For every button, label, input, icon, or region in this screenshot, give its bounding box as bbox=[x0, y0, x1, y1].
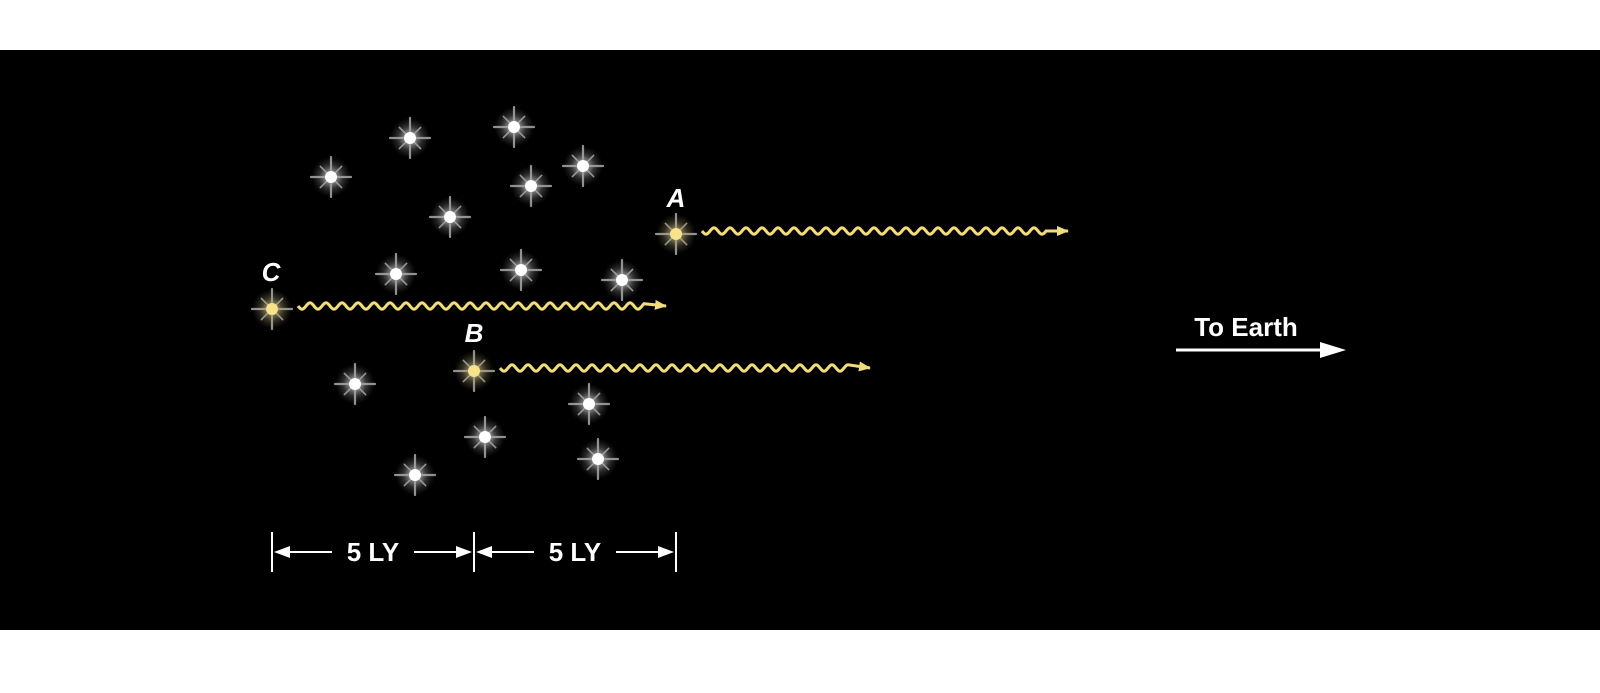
to-earth-arrowhead bbox=[1320, 342, 1346, 358]
scale-arrowhead-2-left bbox=[476, 546, 492, 558]
star-c-icon bbox=[250, 287, 294, 331]
light-wave-a bbox=[700, 226, 1069, 236]
star-label-b: B bbox=[465, 318, 484, 348]
light-wave-b bbox=[498, 361, 871, 373]
background-star bbox=[428, 195, 472, 239]
source-star-a bbox=[654, 212, 698, 256]
background-star bbox=[600, 258, 644, 302]
scale-arrowhead-1-right bbox=[456, 546, 472, 558]
background-star bbox=[374, 252, 418, 296]
background-star bbox=[492, 105, 536, 149]
background-star bbox=[388, 116, 432, 160]
source-star-b bbox=[452, 349, 496, 393]
scale-arrowhead-1-left bbox=[274, 546, 290, 558]
scale-label-left: 5 LY bbox=[347, 537, 400, 567]
background-star bbox=[393, 453, 437, 497]
background-star bbox=[576, 437, 620, 481]
background-star bbox=[309, 155, 353, 199]
space-background bbox=[0, 50, 1600, 630]
background-star bbox=[499, 248, 543, 292]
light-wave-c bbox=[296, 299, 667, 311]
scale-label-right: 5 LY bbox=[549, 537, 602, 567]
star-label-c: C bbox=[262, 257, 282, 287]
background-star bbox=[333, 362, 377, 406]
background-star bbox=[463, 415, 507, 459]
star-label-a: A bbox=[666, 183, 686, 213]
background-star bbox=[509, 164, 553, 208]
distance-scale bbox=[271, 532, 677, 572]
cluster-stars bbox=[309, 105, 644, 497]
star-b-icon bbox=[452, 349, 496, 393]
background-star bbox=[567, 382, 611, 426]
to-earth-label: To Earth bbox=[1194, 312, 1298, 342]
star-a-icon bbox=[654, 212, 698, 256]
background-star bbox=[561, 144, 605, 188]
scale-arrowhead-2-right bbox=[658, 546, 674, 558]
source-star-c bbox=[250, 287, 294, 331]
